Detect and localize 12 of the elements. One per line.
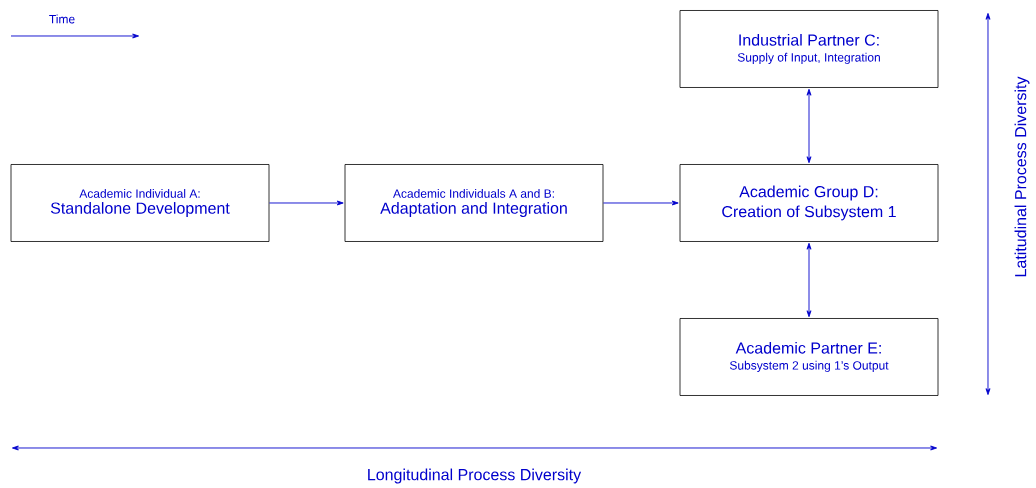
axis-label: Longitudinal Process Diversity bbox=[368, 468, 582, 484]
arrow bbox=[806, 88, 812, 164]
process-box: Industrial Partner C: Supply of Input, Integration bbox=[679, 10, 939, 88]
arrow bbox=[806, 242, 812, 318]
process-box: Academic Individuals A and B: Adaptation and Integration bbox=[344, 164, 604, 242]
process-box: Academic Group D: Creation of Subsystem 1 bbox=[679, 164, 939, 242]
arrow bbox=[268, 200, 344, 206]
axis-label: Latitudinal Process Diversity bbox=[1014, 76, 1030, 277]
process-box: Academic Individual A: Standalone Development bbox=[10, 164, 270, 242]
axis-label: Time bbox=[49, 14, 75, 24]
process-box: Academic Partner E: Subsystem 2 using 1’s Output bbox=[679, 318, 939, 396]
arrow bbox=[602, 200, 679, 206]
